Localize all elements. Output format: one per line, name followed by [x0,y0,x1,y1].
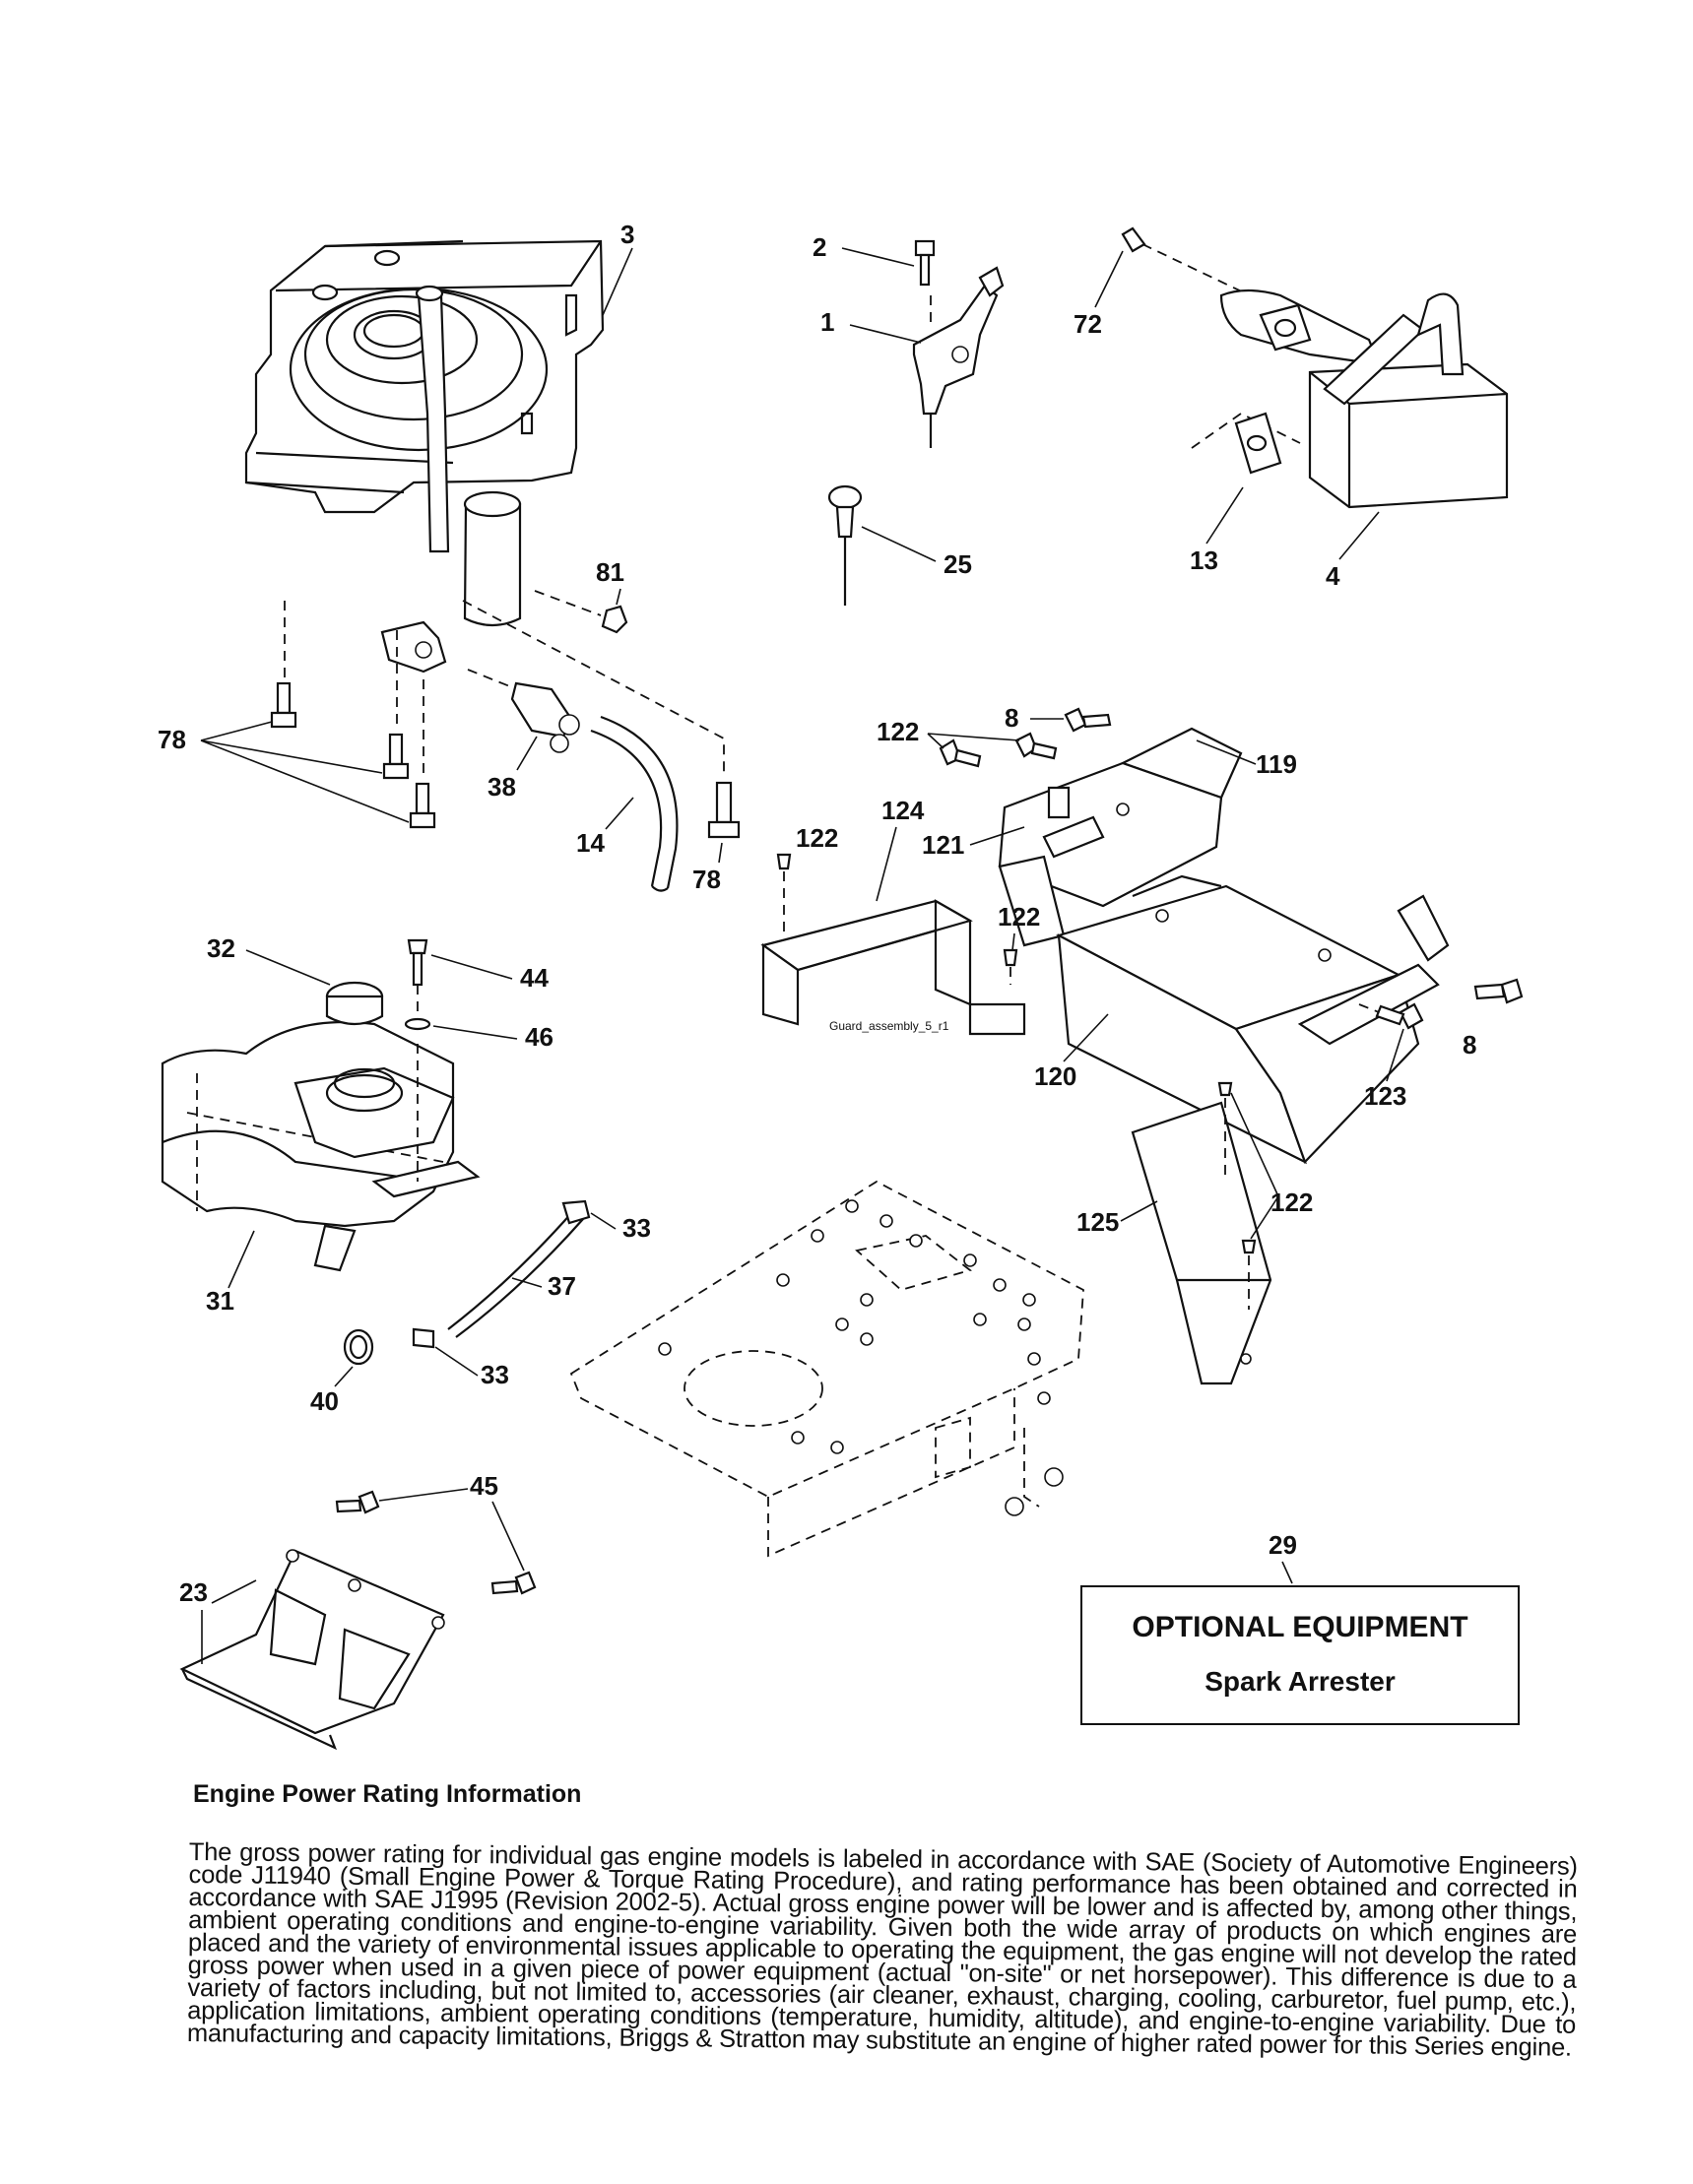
mounting-brackets: 119 120 121 8 122 8 123 [877,703,1524,1165]
fuel-line-37: 33 37 33 40 [310,1199,651,1416]
callout-81: 81 [596,557,624,587]
screw-44: 44 46 [404,938,553,1182]
callout-2: 2 [813,232,826,262]
guard-124: Guard_assembly_5_r1 124 122 122 [760,796,1040,1036]
optional-equipment-title: OPTIONAL EQUIPMENT [1132,1611,1468,1643]
callout-72: 72 [1074,309,1102,339]
callout-3: 3 [620,220,634,249]
callout-33b: 33 [481,1360,509,1389]
callout-120: 120 [1034,1061,1076,1091]
callout-38: 38 [488,772,516,802]
bracket-23: 45 23 [179,1471,537,1751]
callout-8b: 8 [1463,1030,1476,1060]
callout-122b: 122 [796,823,838,853]
callout-123: 123 [1364,1081,1406,1111]
engine: 3 [244,220,634,674]
callout-8a: 8 [1005,703,1018,733]
callout-33a: 33 [622,1213,651,1243]
chassis [569,1180,1084,1558]
callout-29: 29 [1269,1530,1297,1560]
callout-4: 4 [1326,561,1340,591]
callout-37: 37 [548,1271,576,1301]
guard-assembly-label: Guard_assembly_5_r1 [829,1019,949,1033]
guard-125: 125 122 [1076,1081,1313,1385]
nut-81: 81 [534,557,628,634]
fuel-cap-32: 32 [207,933,384,1026]
throttle-control-1: 2 1 [813,232,1005,448]
callout-23: 23 [179,1577,208,1607]
callout-13: 13 [1190,546,1218,575]
fuel-tank-31: 31 [161,1020,481,1316]
callout-78a: 78 [158,725,186,754]
chassis-holes [658,1199,1051,1454]
engine-power-rating-text: The gross power rating for individual ga… [186,1838,1578,2062]
callout-122c: 122 [998,902,1040,931]
engine-power-rating-heading: Engine Power Rating Information [193,1780,582,1808]
callout-32: 32 [207,933,235,963]
callout-1: 1 [820,307,834,337]
callout-31: 31 [206,1286,234,1316]
callout-44: 44 [520,963,549,993]
callout-119: 119 [1256,749,1297,779]
spark-arrester-label: Spark Arrester [1205,1666,1396,1697]
bolts-78: 78 78 [158,600,741,894]
callout-122a: 122 [877,717,919,746]
callout-40: 40 [310,1386,339,1416]
callout-122d: 122 [1270,1188,1313,1217]
callout-125: 125 [1076,1207,1119,1237]
drain-valve-38: 38 14 [467,669,679,892]
optional-equipment-box: OPTIONAL EQUIPMENT Spark Arrester [1080,1585,1520,1725]
muffler-4: 72 13 4 [1074,226,1509,591]
callout-45: 45 [470,1471,498,1501]
callout-46: 46 [525,1022,553,1052]
callout-121: 121 [922,830,964,860]
callout-25: 25 [944,549,972,579]
callout-78b: 78 [692,865,721,894]
callout-14: 14 [576,828,605,858]
callout-124: 124 [881,796,925,825]
choke-control-25: 25 [827,484,972,606]
